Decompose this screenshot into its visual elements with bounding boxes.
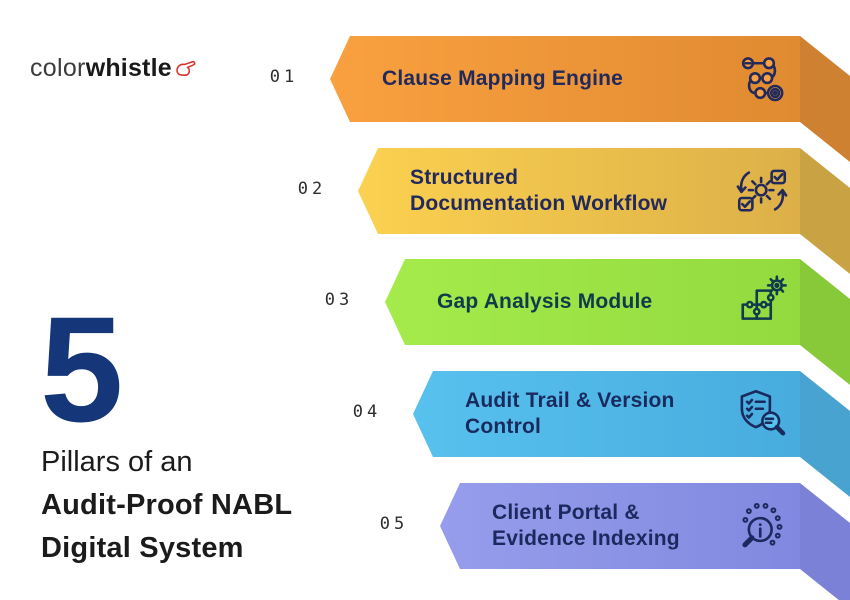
pillar-row-audit-trail: 04 Audit Trail & Version Control [0, 371, 850, 497]
banner-ribbon [385, 259, 850, 385]
pillar-title-line-2: Documentation Workflow [410, 192, 668, 215]
big-number-5: 5 [40, 285, 123, 453]
pillar-title-line-1: Client Portal & [492, 501, 640, 524]
pillar-title: Audit Trail & Version Control [465, 371, 675, 457]
pillar-title: Gap Analysis Module [437, 259, 652, 345]
pillar-title-line-1: Audit Trail & Version [465, 389, 675, 412]
pillar-title: Structured Documentation Workflow [410, 148, 667, 234]
search-insight-icon [734, 498, 790, 554]
pillar-row-clause-mapping: 01 Clause Mapping Engine [0, 36, 850, 162]
pillar-title-line-1: Structured [410, 166, 519, 189]
pillar-number: 02 [297, 179, 327, 199]
pillar-title-line-1: Clause Mapping Engine [382, 67, 624, 90]
puzzle-gear-icon [734, 274, 790, 330]
pillar-title-line-1: Gap Analysis Module [437, 290, 653, 313]
pillar-title: Client Portal & Evidence Indexing [492, 483, 680, 569]
headline-text: Pillars of an Audit-Proof NABL Digital S… [41, 441, 292, 570]
banner-ribbon [440, 483, 850, 600]
pillar-number: 03 [324, 290, 354, 310]
shield-magnifier-icon [734, 386, 790, 442]
brand-logo-bold-text: whistle [85, 54, 172, 82]
banner-ribbon [330, 36, 850, 162]
headline-line-1: Pillars of an [41, 446, 193, 478]
pillar-number: 04 [352, 402, 382, 422]
whistle-icon [175, 60, 197, 78]
banner-ribbon [413, 371, 850, 497]
headline-line-3: Digital System [41, 532, 244, 564]
pillar-row-gap-analysis: 03 Gap Analysis Module [0, 259, 850, 385]
gear-sync-icon [734, 163, 790, 219]
headline-line-2: Audit-Proof NABL [41, 489, 293, 521]
process-flow-icon [734, 51, 790, 107]
banner-ribbon [358, 148, 850, 274]
pillar-row-structured-documentation: 02 Structured Documentation Workflow [0, 148, 850, 274]
brand-logo-light-text: color [30, 54, 86, 82]
pillar-row-client-portal: 05 Client Portal & Evidence Indexing [0, 483, 850, 600]
pillar-title: Clause Mapping Engine [382, 36, 623, 122]
pillar-title-line-2: Control [465, 415, 542, 438]
pillar-number: 01 [269, 67, 299, 87]
pillar-number: 05 [379, 514, 409, 534]
pillar-title-line-2: Evidence Indexing [492, 527, 680, 550]
